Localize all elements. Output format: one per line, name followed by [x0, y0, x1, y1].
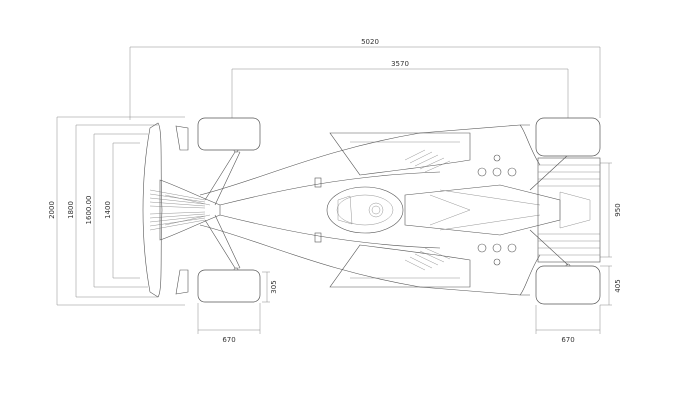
dim-width-1800: 1800 [67, 201, 75, 219]
dim-wheelbase: 3570 [391, 60, 409, 68]
dimension-labels: 5020 3570 2000 1800 1600.00 1400 670 670… [48, 38, 622, 344]
front-left-tyre [197, 117, 261, 151]
car-body [142, 122, 601, 298]
dim-width-1400: 1400 [104, 201, 112, 219]
front-suspension [204, 147, 241, 273]
dim-rear-tyre-section: 405 [614, 279, 622, 292]
rear-wing [537, 157, 601, 263]
dim-overall-width: 2000 [48, 201, 56, 219]
tyres [197, 117, 601, 305]
dim-front-tyre-section: 305 [270, 280, 278, 293]
front-right-tyre [197, 269, 261, 303]
front-wing-fins [149, 189, 206, 231]
dim-front-tyre-width: 670 [222, 336, 235, 344]
dim-width-1600: 1600.00 [85, 196, 93, 225]
dim-rear-tyre-width: 670 [561, 336, 574, 344]
dim-rear-wing-width: 950 [614, 203, 622, 216]
sidepod-vents [404, 149, 451, 271]
rear-suspension [529, 151, 571, 269]
rear-right-tyre [535, 265, 601, 305]
rear-left-tyre [535, 117, 601, 157]
dimension-lines [56, 46, 612, 334]
cooling-holes [477, 154, 517, 266]
dim-overall-length: 5020 [361, 38, 379, 46]
